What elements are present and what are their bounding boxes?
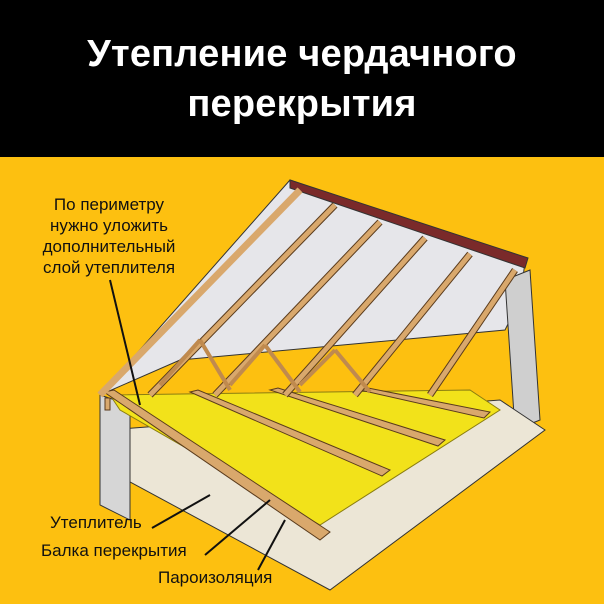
vapor-barrier-label: Пароизоляция: [158, 568, 273, 587]
beam-label: Балка перекрытия: [41, 541, 187, 560]
insulation-label: Утеплитель: [50, 513, 142, 532]
perimeter-label-line: дополнительный: [42, 237, 176, 256]
floor-beams: [102, 387, 492, 541]
left-wall: [99, 394, 131, 521]
title-line-1: Утепление чердачного: [87, 32, 517, 75]
perimeter-label-line: нужно уложить: [49, 216, 169, 235]
insulation: [109, 389, 501, 526]
title-line-2: перекрытия: [187, 82, 417, 125]
perimeter-label-line: По периметру: [53, 195, 165, 214]
title-banner: Утепление чердачного перекрытия: [0, 0, 604, 157]
leader-lines: [109, 279, 286, 571]
perimeter-label-line: слой утеплителя: [42, 258, 176, 277]
right-wall: [504, 269, 541, 431]
perimeter-label: По периметру нужно уложить дополнительны…: [34, 194, 184, 278]
roof-covering: [289, 179, 529, 269]
truss-braces: [158, 338, 372, 394]
